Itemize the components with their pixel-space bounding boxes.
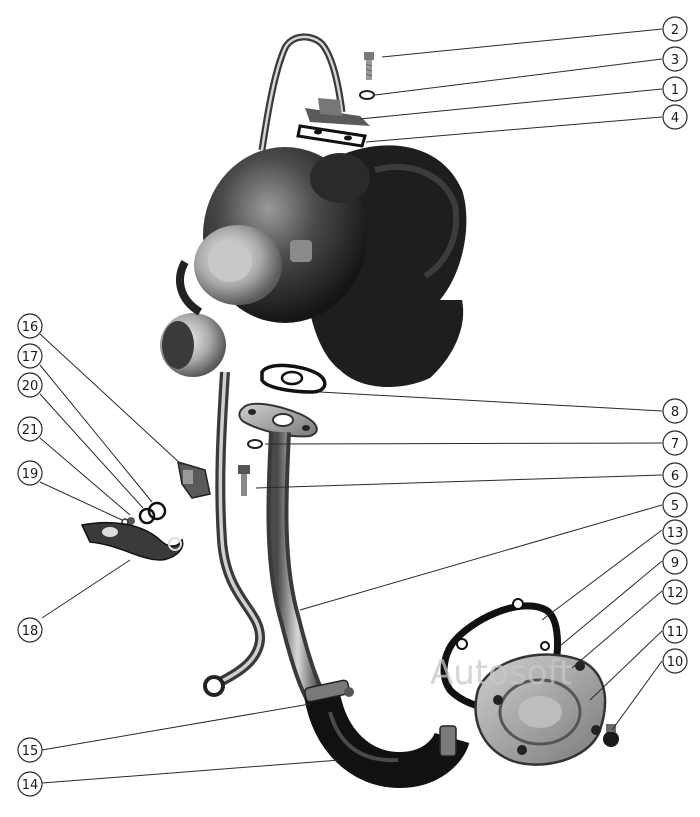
- leader-12: [571, 590, 663, 669]
- drain-pipe-5: [266, 431, 328, 707]
- bolt-2: [364, 52, 374, 80]
- callout-11: 11: [662, 618, 688, 644]
- callout-label: 6: [671, 469, 679, 484]
- callout-label: 10: [667, 655, 684, 670]
- callout-5: 5: [662, 492, 688, 518]
- callout-label: 16: [22, 320, 39, 335]
- callout-label: 11: [667, 625, 684, 640]
- callout-label: 4: [671, 111, 679, 126]
- callout-9: 9: [662, 549, 688, 575]
- callout-6: 6: [662, 462, 688, 488]
- callout-14: 14: [17, 771, 43, 797]
- leader-6: [255, 474, 663, 489]
- leader-4: [365, 116, 663, 143]
- callout-label: 8: [671, 405, 679, 420]
- washer-17: [147, 501, 167, 521]
- plug-10: [603, 724, 619, 747]
- callout-label: 13: [667, 526, 684, 541]
- callout-3: 3: [662, 46, 688, 72]
- callout-1: 1: [662, 76, 688, 102]
- oil-supply-tube: [258, 33, 346, 151]
- callout-17: 17: [17, 343, 43, 369]
- hose-14: [304, 691, 470, 789]
- clip-16: [177, 460, 211, 499]
- callout-7: 7: [662, 430, 688, 456]
- leader-19: [39, 481, 123, 521]
- callout-16: 16: [17, 313, 43, 339]
- top-fitting-parts: [296, 52, 375, 148]
- nut-21: [127, 517, 135, 525]
- callout-15: 15: [17, 737, 43, 763]
- flange-1: [305, 98, 370, 126]
- drain-flange: [238, 402, 318, 438]
- clamp-15: [304, 679, 457, 757]
- callout-2: 2: [662, 16, 688, 42]
- callout-8: 8: [662, 398, 688, 424]
- callout-label: 20: [22, 379, 39, 394]
- leader-11: [589, 630, 663, 701]
- gasket-4: [296, 124, 367, 148]
- callout-20: 20: [17, 372, 43, 398]
- turbocharger: [160, 33, 467, 388]
- callout-label: 5: [671, 499, 679, 514]
- watermark-text: Autosoft: [430, 653, 572, 693]
- leader-14: [41, 759, 341, 784]
- leader-1: [359, 88, 663, 120]
- leader-13: [541, 529, 663, 621]
- leader-2: [381, 28, 663, 58]
- leader-20: [39, 393, 144, 509]
- leader-7: [264, 442, 663, 445]
- bracket-18: [80, 521, 184, 561]
- leader-17: [39, 364, 153, 503]
- bolt-6: [238, 465, 250, 496]
- leader-5: [299, 504, 663, 611]
- callout-label: 15: [22, 744, 39, 759]
- callout-label: 18: [22, 624, 39, 639]
- callout-label: 14: [22, 778, 39, 793]
- callout-label: 3: [671, 53, 679, 68]
- cover-plate: [474, 653, 607, 766]
- callout-label: 2: [671, 23, 679, 38]
- callout-label: 7: [671, 437, 679, 452]
- leader-21: [39, 437, 131, 516]
- callout-13: 13: [662, 519, 688, 545]
- leader-15: [41, 703, 311, 751]
- leader-8: [319, 391, 663, 412]
- callout-label: 17: [22, 350, 39, 365]
- callout-label: 1: [671, 83, 679, 98]
- washer-7: [247, 439, 263, 449]
- leader-10: [611, 660, 663, 731]
- gasket-8: [260, 363, 327, 394]
- washer-20: [138, 507, 156, 525]
- callout-label: 21: [22, 423, 39, 438]
- callout-10: 10: [662, 648, 688, 674]
- callout-21: 21: [17, 416, 43, 442]
- callout-18: 18: [17, 617, 43, 643]
- callout-12: 12: [662, 579, 688, 605]
- leader-3: [374, 58, 663, 96]
- washer-3: [359, 90, 375, 100]
- callout-19: 19: [17, 460, 43, 486]
- leader-lines: [39, 28, 663, 784]
- callout-4: 4: [662, 104, 688, 130]
- leader-9: [559, 560, 663, 647]
- leader-16: [39, 333, 183, 466]
- callout-label: 12: [667, 586, 684, 601]
- leader-18: [41, 559, 131, 619]
- callout-label: 19: [22, 467, 39, 482]
- callouts: 2 3 1 4 16 17 20 21: [17, 16, 688, 797]
- oil-return-tube: [203, 371, 266, 697]
- callout-label: 9: [671, 556, 679, 571]
